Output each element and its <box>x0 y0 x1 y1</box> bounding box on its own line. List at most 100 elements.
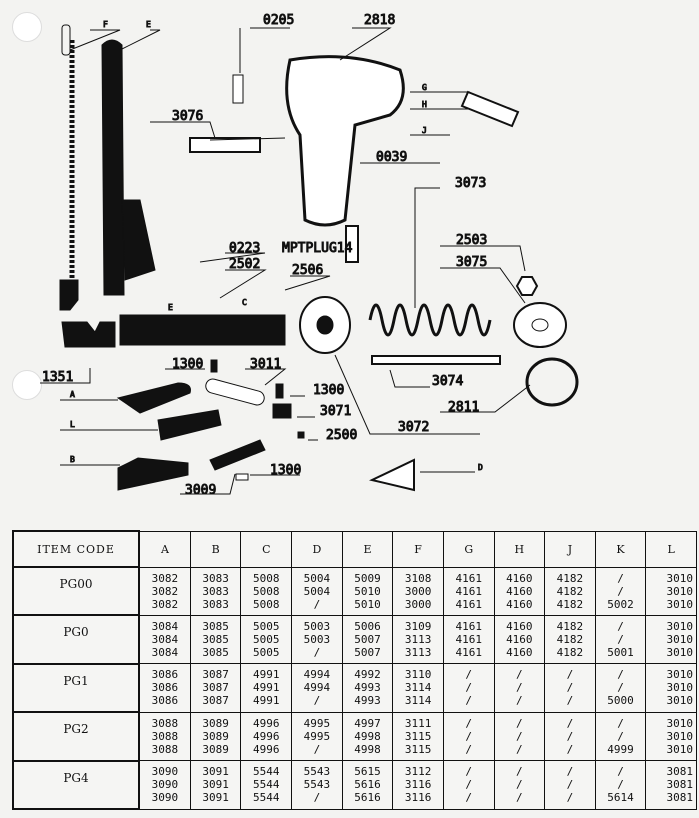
part-label: 3009 <box>185 483 216 498</box>
rod-part <box>371 355 501 365</box>
part-label: 3076 <box>172 109 203 124</box>
item-code-cell: PG00 <box>12 565 140 617</box>
part-label: 2503 <box>456 233 487 248</box>
part-number-cell: 4997 4998 4998 <box>341 711 394 762</box>
part-number-cell: 3110 3114 3114 <box>392 663 444 713</box>
part-number-cell: 3088 3088 3088 <box>138 711 191 762</box>
part-number-cell: / / / <box>442 663 495 713</box>
part-label: 1300 <box>313 383 344 398</box>
part-number-cell: 5544 5544 5544 <box>240 760 293 810</box>
letter-label: E <box>146 20 151 29</box>
letter-label: H <box>422 100 427 109</box>
chain-part <box>59 24 79 311</box>
part-number-cell: 4992 4993 4993 <box>341 663 394 713</box>
column-header: B <box>189 530 242 568</box>
part-label: 2500 <box>326 428 357 443</box>
column-header: F <box>392 530 444 568</box>
letter-label: B <box>70 455 75 464</box>
column-header: D <box>291 530 343 568</box>
nut-part <box>515 276 539 296</box>
letter-label: A <box>70 390 75 399</box>
plug-part <box>345 225 359 263</box>
part-number-cell: / / 5002 <box>594 566 647 616</box>
part-number-cell: 5543 5543 / <box>291 760 343 810</box>
column-header: G <box>442 530 495 568</box>
part-label: 0223 <box>229 241 260 256</box>
part-number-cell: 3090 3090 3090 <box>138 760 191 810</box>
part-label: 3011 <box>250 357 281 372</box>
part-number-cell: 3111 3115 3115 <box>392 711 444 762</box>
link-a-part <box>116 382 191 414</box>
letter-label: J <box>422 126 427 135</box>
screw-part <box>232 74 244 104</box>
part-number-cell: / / 5001 <box>594 614 647 665</box>
part-number-cell: 3010 3010 3010 <box>645 711 697 762</box>
part-number-cell: / / / <box>442 711 495 762</box>
part-number-cell: 4994 4994 / <box>291 663 343 713</box>
letter-label: E <box>168 303 173 312</box>
part-number-cell: / / / <box>544 663 596 713</box>
frame-part <box>119 314 286 346</box>
ball-2500-part <box>297 431 305 439</box>
item-code-cell: PG0 <box>12 614 140 665</box>
handle-body-part <box>285 55 405 227</box>
part-number-cell: 5615 5616 5616 <box>341 760 394 810</box>
column-header: H <box>493 530 546 568</box>
part-number-cell: / / / <box>544 711 596 762</box>
part-number-cell: 3083 3083 3083 <box>189 566 242 616</box>
washer-hole <box>531 318 549 332</box>
part-label: 3071 <box>320 404 351 419</box>
part-number-cell: 4182 4182 4182 <box>544 614 596 665</box>
part-number-cell: / / 5614 <box>594 760 647 810</box>
part-number-cell: 3091 3091 3091 <box>189 760 242 810</box>
valve-part <box>189 137 261 153</box>
part-number-cell: 5005 5005 5005 <box>240 614 293 665</box>
part-label: 3074 <box>432 374 463 389</box>
column-header: J <box>544 530 596 568</box>
part-label: 0039 <box>376 150 407 165</box>
guide-bracket-part <box>121 199 156 281</box>
part-number-cell: / / / <box>493 711 546 762</box>
part-number-cell: / / / <box>442 760 495 810</box>
part-number-cell: 4161 4161 4161 <box>442 566 495 616</box>
column-header: C <box>240 530 293 568</box>
part-number-cell: 4182 4182 4182 <box>544 566 596 616</box>
pin-part <box>275 383 284 399</box>
letter-label: D <box>478 463 483 472</box>
part-number-cell: 3109 3113 3113 <box>392 614 444 665</box>
part-number-cell: 5009 5010 5010 <box>341 566 394 616</box>
pin-part <box>235 473 249 481</box>
part-number-cell: / / / <box>493 760 546 810</box>
part-number-cell: 4995 4995 / <box>291 711 343 762</box>
link-l-part <box>157 409 222 441</box>
part-label: 0205 <box>263 13 294 28</box>
column-header: E <box>341 530 394 568</box>
part-number-cell: 3081 3081 3081 <box>645 760 697 810</box>
part-number-cell: 3089 3089 3089 <box>189 711 242 762</box>
part-number-cell: 4160 4160 4160 <box>493 566 546 616</box>
column-header: A <box>138 530 191 568</box>
part-number-cell: 3084 3084 3084 <box>138 614 191 665</box>
part-number-cell: 4991 4991 4991 <box>240 663 293 713</box>
part-label: 1300 <box>270 463 301 478</box>
part-label: 2811 <box>448 400 479 415</box>
pin-part <box>210 359 218 373</box>
column-header: ITEM CODE <box>12 530 140 568</box>
leader-lines <box>40 27 531 495</box>
item-code-cell: PG2 <box>12 711 140 762</box>
pawl-3009-part <box>209 439 266 471</box>
part-number-cell: 3085 3085 3085 <box>189 614 242 665</box>
part-label: 2818 <box>364 13 395 28</box>
column-header: L <box>645 530 697 568</box>
part-number-cell: 3086 3086 3086 <box>138 663 191 713</box>
part-number-cell: 5003 5003 / <box>291 614 343 665</box>
part-label: 1351 <box>42 370 73 385</box>
plate-spring-part <box>460 90 520 128</box>
letter-label: G <box>422 83 427 92</box>
letter-label: C <box>242 298 247 307</box>
part-label: MPTPLUG14 <box>282 241 353 256</box>
part-label: 2502 <box>229 257 260 272</box>
part-number-cell: 3010 3010 3010 <box>645 663 697 713</box>
letter-label: L <box>70 420 75 429</box>
